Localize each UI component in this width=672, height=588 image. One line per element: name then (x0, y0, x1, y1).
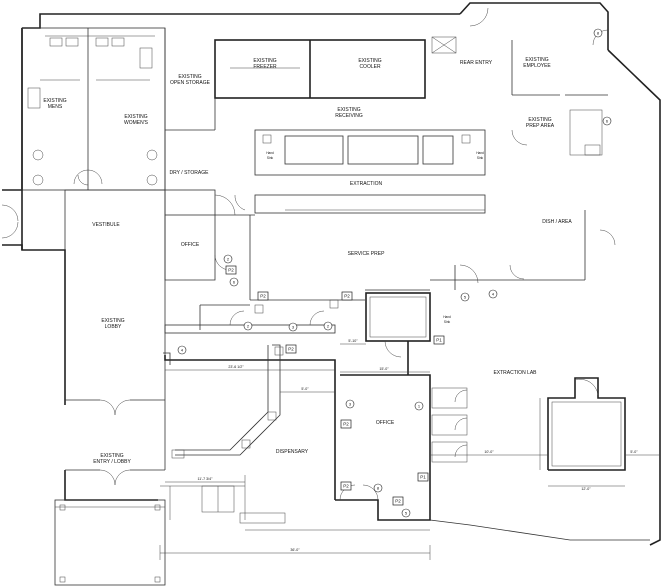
tag-p2-office: P2 (343, 422, 349, 427)
dim-lab-left: 10'-0" (484, 450, 494, 454)
service-walls (164, 210, 616, 301)
dim-top-dispensary: 23'-6 1/2" (228, 365, 244, 369)
label-hand-sink-3-l1: Hand (443, 315, 451, 319)
label-open-storage-l1: EXISTING (178, 74, 201, 80)
label-vestibule: VESTIBULE (92, 222, 120, 228)
label-lobby-l1: EXISTING (101, 318, 124, 324)
callout-2c: 2 (327, 324, 330, 329)
callout-1: 1 (418, 404, 421, 409)
room-labels: EXISTING FREEZER EXISTING COOLER REAR EN… (43, 57, 572, 465)
label-hand-sink-2-l1: Hand (476, 151, 484, 155)
lobby-walls (1, 174, 166, 486)
callout-8b: 8 (377, 486, 380, 491)
label-womens-l2: WOMEN'S (124, 120, 149, 126)
label-hand-sink-3-l2: Sink (444, 320, 451, 324)
label-employee-l2: EMPLOYEE (523, 63, 551, 69)
label-receiving-l1: EXISTING (337, 107, 360, 113)
tag-p2-dispensary: P2 (288, 347, 294, 352)
restroom-block (21, 27, 166, 191)
extraction-benches (214, 129, 486, 216)
callout-8: 8 (597, 31, 600, 36)
dim-office-top: 15'-0" (379, 367, 389, 371)
label-dish-area: DISH / AREA (542, 219, 572, 225)
tag-p2-office-bottom: P2 (395, 499, 401, 504)
label-dispensary: DISPENSARY (276, 449, 309, 455)
label-lobby-l2: LOBBY (105, 324, 122, 330)
dim-lab-bottom: 12'-0" (581, 487, 591, 491)
label-hand-sink-2-l2: Sink (477, 156, 484, 160)
vault-room (365, 292, 431, 375)
callout-6: 6 (606, 119, 609, 124)
entry-canopy (54, 499, 166, 586)
dim-vault-offset: 5'-10" (348, 339, 358, 343)
callout-3b: 3 (349, 402, 352, 407)
label-open-storage-l2: OPEN STORAGE (170, 80, 211, 86)
dimension-lines (159, 343, 660, 560)
label-office-small: OFFICE (181, 242, 200, 248)
tag-p1-top: P1 (436, 338, 442, 343)
callout-2a: 2 (227, 257, 230, 262)
extraction-lab-booth (547, 377, 626, 471)
label-hand-sink-1-l1: Hand (266, 151, 274, 155)
callout-tags: 8 6 2 6 5 4 3 2 2 4 3 1 8 5 (177, 28, 612, 518)
callout-5b: 5 (405, 511, 408, 516)
tag-p2-hall-1: P2 (260, 294, 266, 299)
label-rear-entry: REAR ENTRY (460, 60, 493, 66)
label-receiving-l2: RECEIVING (335, 113, 363, 119)
callout-4: 4 (492, 292, 495, 297)
tag-p2-service: P2 (228, 268, 234, 273)
label-womens-l1: EXISTING (124, 114, 147, 120)
label-cooler-l2: COOLER (359, 64, 381, 70)
label-freezer-l1: EXISTING (253, 58, 276, 64)
office-cubicles (431, 387, 468, 463)
label-employee-l1: EXISTING (525, 57, 548, 63)
callout-3a: 3 (292, 325, 295, 330)
dim-lab-right: 5'-0" (630, 450, 638, 454)
label-freezer-l2: FREEZER (253, 64, 277, 70)
tag-p1-bottom: P1 (420, 475, 426, 480)
label-cooler-l1: EXISTING (358, 58, 381, 64)
label-prep-area-l1: EXISTING (528, 117, 551, 123)
label-office-main: OFFICE (376, 420, 395, 426)
label-extraction: EXTRACTION (350, 181, 383, 187)
label-dry-storage: DRY / STORAGE (170, 170, 210, 176)
panel-tags: P1 P1 P2 P2 P2 P2 P2 P2 P2 (225, 265, 445, 506)
label-extraction-lab: EXTRACTION LAB (493, 370, 537, 376)
label-prep-area-l2: PREP AREA (526, 123, 555, 129)
label-entry-lobby-l1: EXISTING (100, 453, 123, 459)
callout-4b: 4 (181, 348, 184, 353)
dispensary-booth (171, 346, 284, 459)
label-mens-l1: EXISTING (43, 98, 66, 104)
kitchen-walls (164, 7, 609, 216)
dim-counter: 11'-7 3/4" (198, 477, 214, 481)
dispensary-walls (160, 344, 431, 531)
label-mens-l2: MENS (48, 104, 63, 110)
callout-6b: 6 (233, 280, 236, 285)
dim-overall: 36'-0" (290, 548, 300, 552)
callout-2b: 2 (247, 324, 250, 329)
tag-p2-corridor: P2 (343, 484, 349, 489)
callout-5: 5 (464, 295, 467, 300)
label-entry-lobby-l2: ENTRY / LOBBY (93, 459, 131, 465)
tag-p2-hall-2: P2 (344, 294, 350, 299)
dimension-labels: 23'-6 1/2" 5'-0" 5'-10" 15'-0" 10'-0" 12… (198, 339, 639, 552)
dim-dispensary-inner: 5'-0" (301, 387, 309, 391)
label-hand-sink-1-l2: Sink (267, 156, 274, 160)
label-service-prep: SERVICE PREP (348, 251, 386, 257)
